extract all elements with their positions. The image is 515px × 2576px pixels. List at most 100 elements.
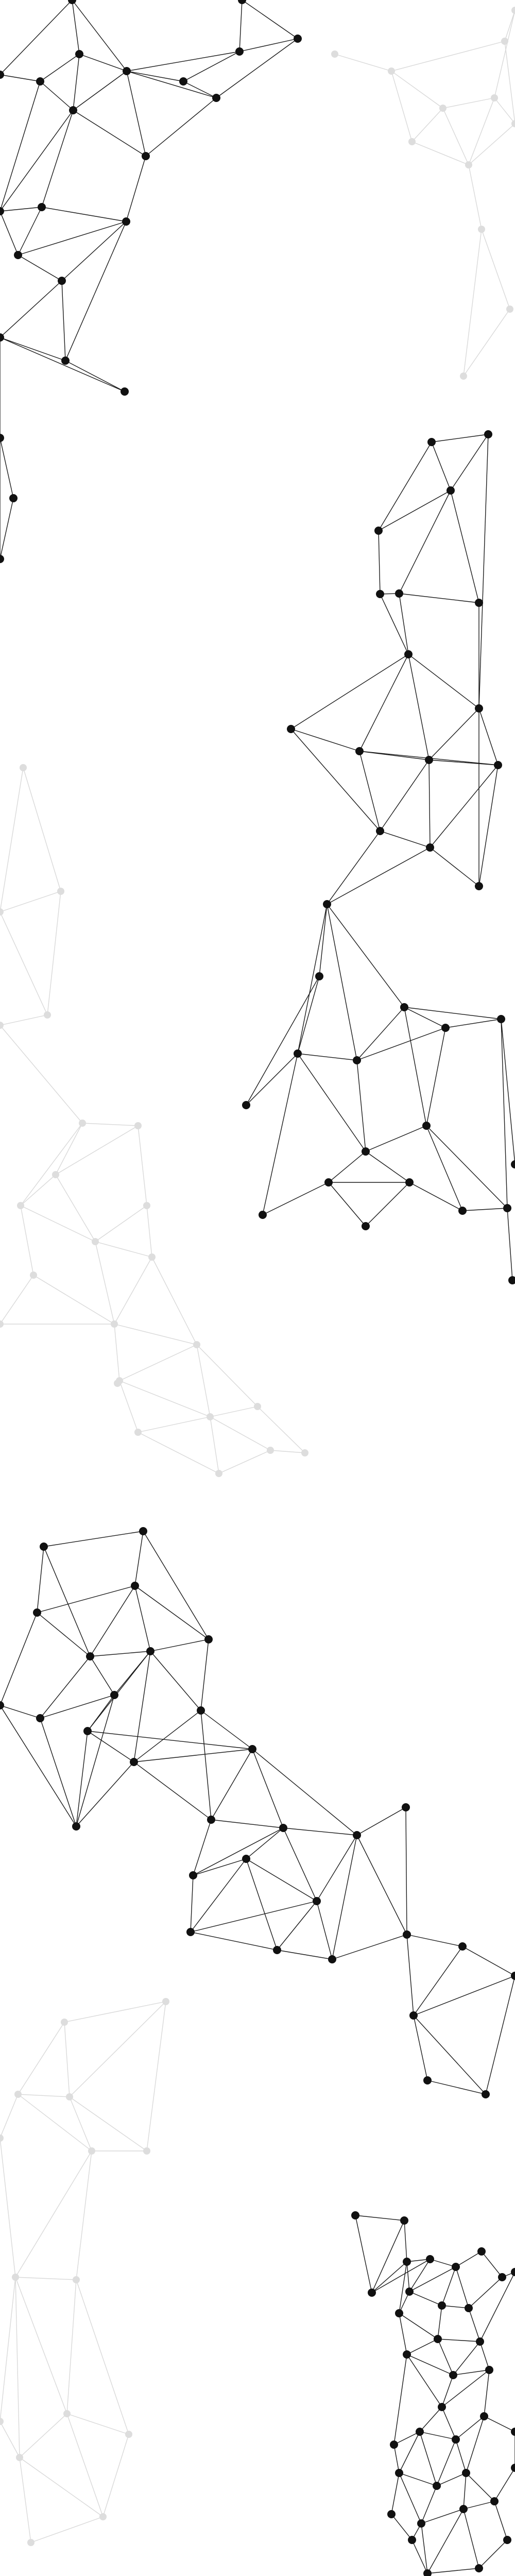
network-edge — [20, 1123, 83, 1206]
network-edge — [151, 1257, 197, 1345]
network-edge — [0, 337, 66, 361]
network-node — [114, 1380, 121, 1387]
network-edge — [150, 1651, 201, 1711]
network-node — [259, 1211, 267, 1219]
network-node — [143, 2147, 150, 2155]
network-edge — [90, 1656, 115, 1696]
network-edge — [297, 904, 328, 1054]
network-edge — [196, 1344, 211, 1417]
network-edge — [0, 337, 125, 392]
network-edge — [327, 831, 381, 905]
network-edge — [133, 1651, 151, 1762]
network-node — [0, 555, 4, 563]
network-edge — [479, 2341, 490, 2370]
network-edge — [419, 2406, 442, 2432]
network-edge — [485, 1975, 515, 2095]
network-edge — [55, 1123, 83, 1175]
network-edge — [409, 2259, 431, 2292]
network-node — [17, 1202, 24, 1209]
network-edge — [507, 1208, 513, 1281]
network-edge — [0, 767, 24, 912]
network-edge — [126, 71, 217, 98]
network-node — [511, 2464, 515, 2472]
network-node — [142, 152, 150, 160]
network-node — [433, 2482, 441, 2490]
network-edge — [365, 1151, 410, 1183]
network-node — [458, 1207, 467, 1215]
network-edge — [66, 2279, 77, 2414]
network-edge — [114, 1324, 120, 1381]
network-edge — [0, 110, 74, 212]
network-edge — [193, 1819, 212, 1876]
network-node — [459, 2505, 468, 2513]
network-edge — [327, 904, 357, 1061]
network-node — [61, 357, 70, 365]
network-edge — [19, 2413, 67, 2458]
network-edge — [466, 2472, 495, 2502]
network-node — [506, 306, 513, 313]
network-node — [99, 2513, 107, 2520]
network-node — [315, 972, 323, 980]
network-node — [0, 1320, 4, 1328]
network-node — [162, 1998, 169, 2005]
network-node — [511, 1160, 515, 1168]
network-node — [301, 1449, 308, 1456]
network-edge — [211, 1819, 284, 1828]
network-node — [480, 2412, 488, 2420]
network-edge — [428, 708, 479, 760]
network-edge — [391, 2472, 400, 2515]
network-edge — [277, 1950, 333, 1960]
network-edge — [0, 2138, 16, 2278]
network-edge — [359, 751, 381, 832]
network-node — [353, 1831, 361, 1839]
network-node — [204, 1635, 213, 1643]
network-edge — [65, 360, 125, 392]
network-edge — [437, 2305, 442, 2340]
network-edge — [463, 229, 482, 377]
network-edge — [18, 2094, 70, 2097]
network-edge — [246, 976, 320, 1106]
network-edge — [239, 38, 298, 52]
network-edge — [76, 1731, 88, 1827]
network-edge — [143, 1531, 209, 1640]
network-edge — [73, 110, 146, 157]
network-node — [409, 2011, 418, 2020]
network-edge — [441, 2305, 469, 2309]
network-edge — [76, 1761, 134, 1827]
network-edge — [66, 2413, 104, 2517]
network-edge — [371, 2220, 405, 2293]
network-node — [324, 1178, 333, 1187]
network-edge — [40, 81, 74, 111]
network-node — [14, 2091, 22, 2098]
network-edge — [466, 2416, 485, 2473]
network-node — [273, 1946, 281, 1954]
network-node — [416, 2428, 424, 2436]
network-node — [511, 120, 515, 127]
network-node — [439, 105, 447, 112]
network-edge — [0, 1705, 41, 1719]
network-edge — [399, 593, 409, 655]
network-edge — [134, 1585, 209, 1640]
network-edge — [218, 1450, 271, 1474]
network-edge — [405, 1807, 407, 1935]
network-edge — [430, 847, 479, 887]
network-edge — [30, 2516, 104, 2543]
network-edge — [478, 434, 489, 709]
network-node — [0, 71, 4, 79]
network-node — [294, 35, 302, 43]
network-edge — [463, 2501, 495, 2510]
network-edge — [126, 71, 184, 82]
network-node — [376, 827, 384, 835]
network-edge — [0, 437, 14, 499]
network-node — [405, 1178, 414, 1187]
network-node — [52, 1171, 59, 1178]
network-edge — [87, 1731, 134, 1762]
network-edge — [126, 156, 146, 222]
network-edge — [406, 2338, 438, 2355]
network-edge — [380, 594, 409, 655]
network-node — [426, 2255, 434, 2263]
network-node — [131, 1582, 139, 1590]
network-edge — [200, 1710, 212, 1820]
network-edge — [455, 2439, 467, 2473]
